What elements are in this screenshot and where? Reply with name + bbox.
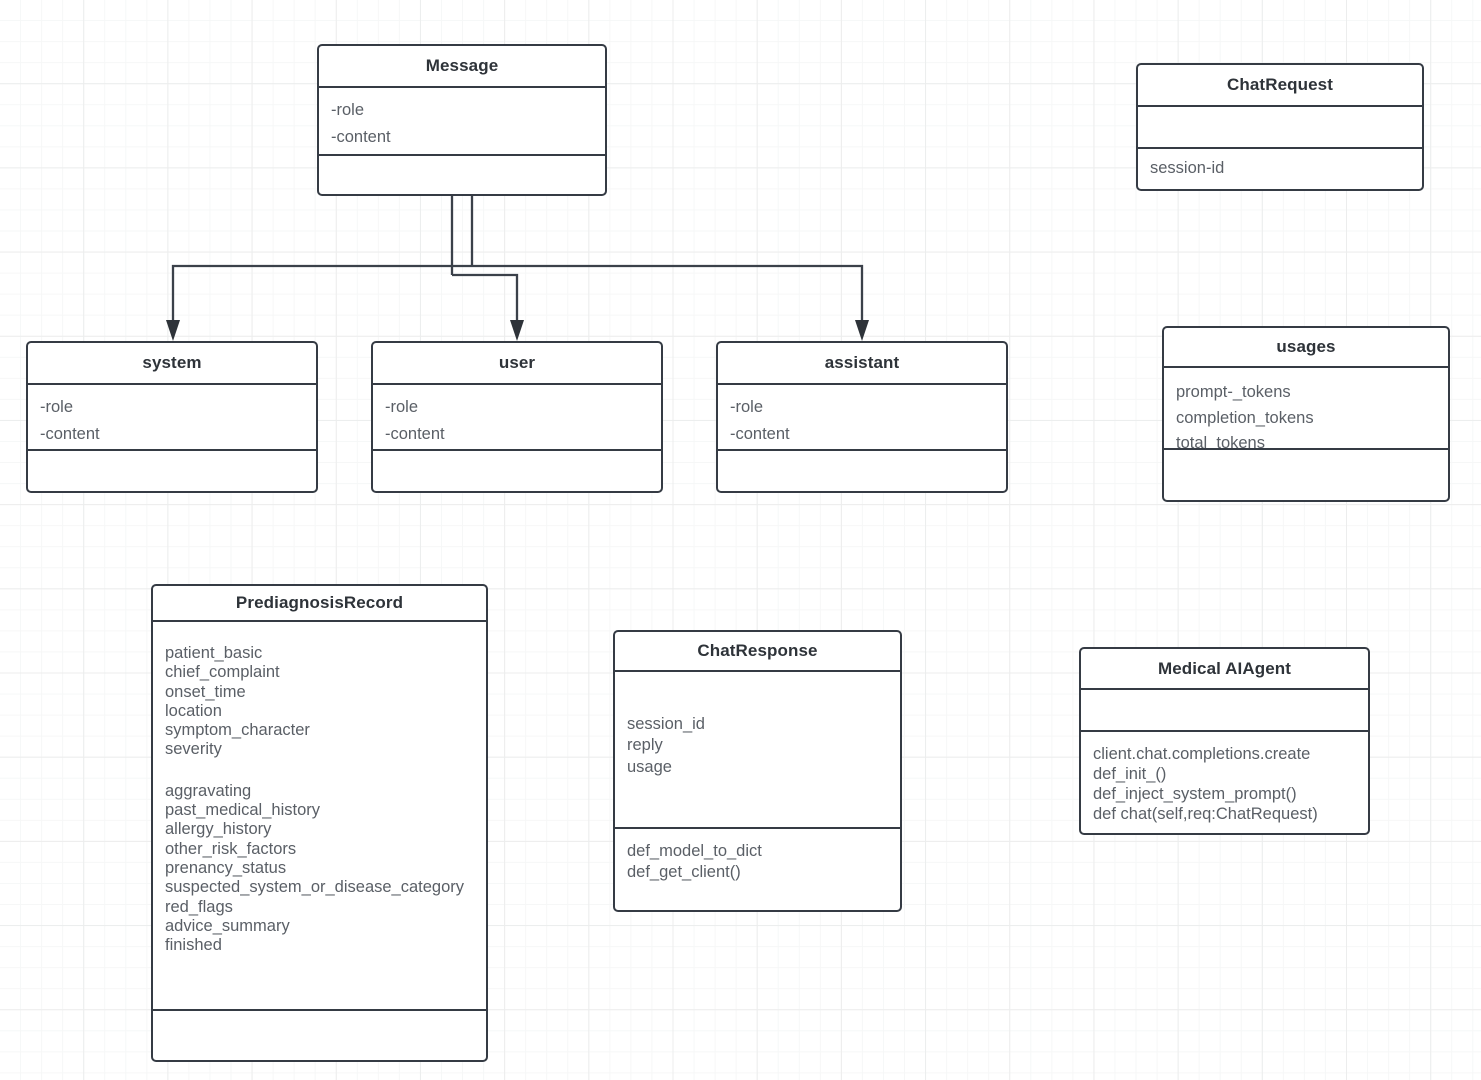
class-attributes-usages: prompt-_tokens completion_tokens total_t… [1164,366,1448,448]
attribute-row: -role [385,398,419,416]
class-box-message[interactable]: Message -role -content [317,44,607,196]
arrowhead-system-icon [166,320,180,341]
class-box-assistant[interactable]: assistant -role -content [716,341,1008,493]
attribute-row: red_flags [165,897,233,916]
class-methods-usages [1164,448,1448,500]
attribute-row: session_id [627,715,705,733]
attribute-row: advice_summary [165,916,290,935]
attribute-row: chief_complaint [165,663,280,682]
class-methods-system [28,449,316,491]
class-title-assistant: assistant [824,353,900,372]
attribute-row: prenancy_status [165,858,287,877]
class-box-system[interactable]: system -role -content [26,341,318,493]
attribute-row: -content [730,424,790,443]
class-attributes-system: -role -content [28,383,316,449]
method-row: def_init_() [1093,765,1167,784]
class-methods-chatresponse: def_model_to_dict def_get_client() [615,827,900,910]
attribute-row: prompt-_tokens [1176,383,1291,401]
method-row: def chat(self,req:ChatRequest) [1093,805,1318,824]
method-row: def_inject_system_prompt() [1093,785,1297,804]
attribute-row: -content [331,127,391,146]
attribute-row: completion_tokens [1176,408,1314,427]
class-attributes-prediagnosisrecord: patient_basic chief_complaint onset_time… [153,620,486,1009]
attribute-row: total_tokens [1176,434,1265,448]
class-title-prediagnosisrecord: PrediagnosisRecord [235,593,404,612]
class-attributes-medicalaiagent [1081,688,1368,730]
class-methods-assistant [718,449,1006,491]
class-attributes-message: -role -content [319,86,605,154]
class-methods-prediagnosisrecord [153,1009,486,1060]
method-row: def_model_to_dict [627,842,762,860]
class-box-user[interactable]: user -role -content [371,341,663,493]
attribute-row: -role [40,398,74,416]
class-title-chatrequest: ChatRequest [1227,75,1333,94]
arrowhead-assistant-icon [855,320,869,341]
class-methods-message [319,154,605,194]
attribute-row: other_risk_factors [165,839,297,858]
class-box-chatrequest[interactable]: ChatRequest session-id [1136,63,1424,191]
attribute-row: aggravating [165,781,252,800]
class-title-user: user [498,353,536,372]
class-attributes-assistant: -role -content [718,383,1006,449]
class-box-prediagnosisrecord[interactable]: PrediagnosisRecord patient_basic chief_c… [151,584,488,1062]
method-row: session-id [1150,159,1225,177]
class-title-message: Message [425,56,499,75]
attribute-row: finished [165,936,222,955]
class-methods-chatrequest: session-id [1138,147,1422,189]
attribute-row: patient_basic [165,644,263,662]
connector-to-user [452,273,519,326]
class-title-system: system [142,353,202,372]
attribute-row: usage [627,757,672,776]
attribute-row: severity [165,740,222,759]
class-box-chatresponse[interactable]: ChatResponse session_id reply usage def_… [613,630,902,912]
attribute-row: symptom_character [165,721,310,740]
attribute-row: location [165,701,222,720]
class-attributes-user: -role -content [373,383,661,449]
attribute-row: -content [40,424,100,443]
class-attributes-chatresponse: session_id reply usage [615,670,900,827]
connector-to-assistant [472,264,864,326]
class-title-chatresponse: ChatResponse [697,641,818,660]
method-row: client.chat.completions.create [1093,745,1311,763]
class-methods-medicalaiagent: client.chat.completions.create def_init_… [1081,730,1368,833]
attribute-row: suspected_system_or_disease_category [165,878,465,897]
attribute-row: reply [627,736,663,755]
class-title-medicalaiagent: Medical AIAgent [1157,658,1292,678]
class-box-usages[interactable]: usages prompt-_tokens completion_tokens … [1162,326,1450,502]
class-box-medicalaiagent[interactable]: Medical AIAgent client.chat.completions.… [1079,647,1370,835]
arrowhead-user-icon [510,320,524,341]
attribute-row: -content [385,424,445,443]
attribute-row: allergy_history [165,820,272,839]
class-methods-user [373,449,661,491]
attribute-row: -role [331,101,365,119]
connector-to-system [171,264,472,326]
attribute-row: onset_time [165,682,246,701]
class-attributes-chatrequest [1138,105,1422,147]
class-title-usages: usages [1276,337,1336,356]
method-row: def_get_client() [627,863,741,882]
attribute-row: past_medical_history [165,801,320,820]
attribute-row: -role [730,398,764,416]
